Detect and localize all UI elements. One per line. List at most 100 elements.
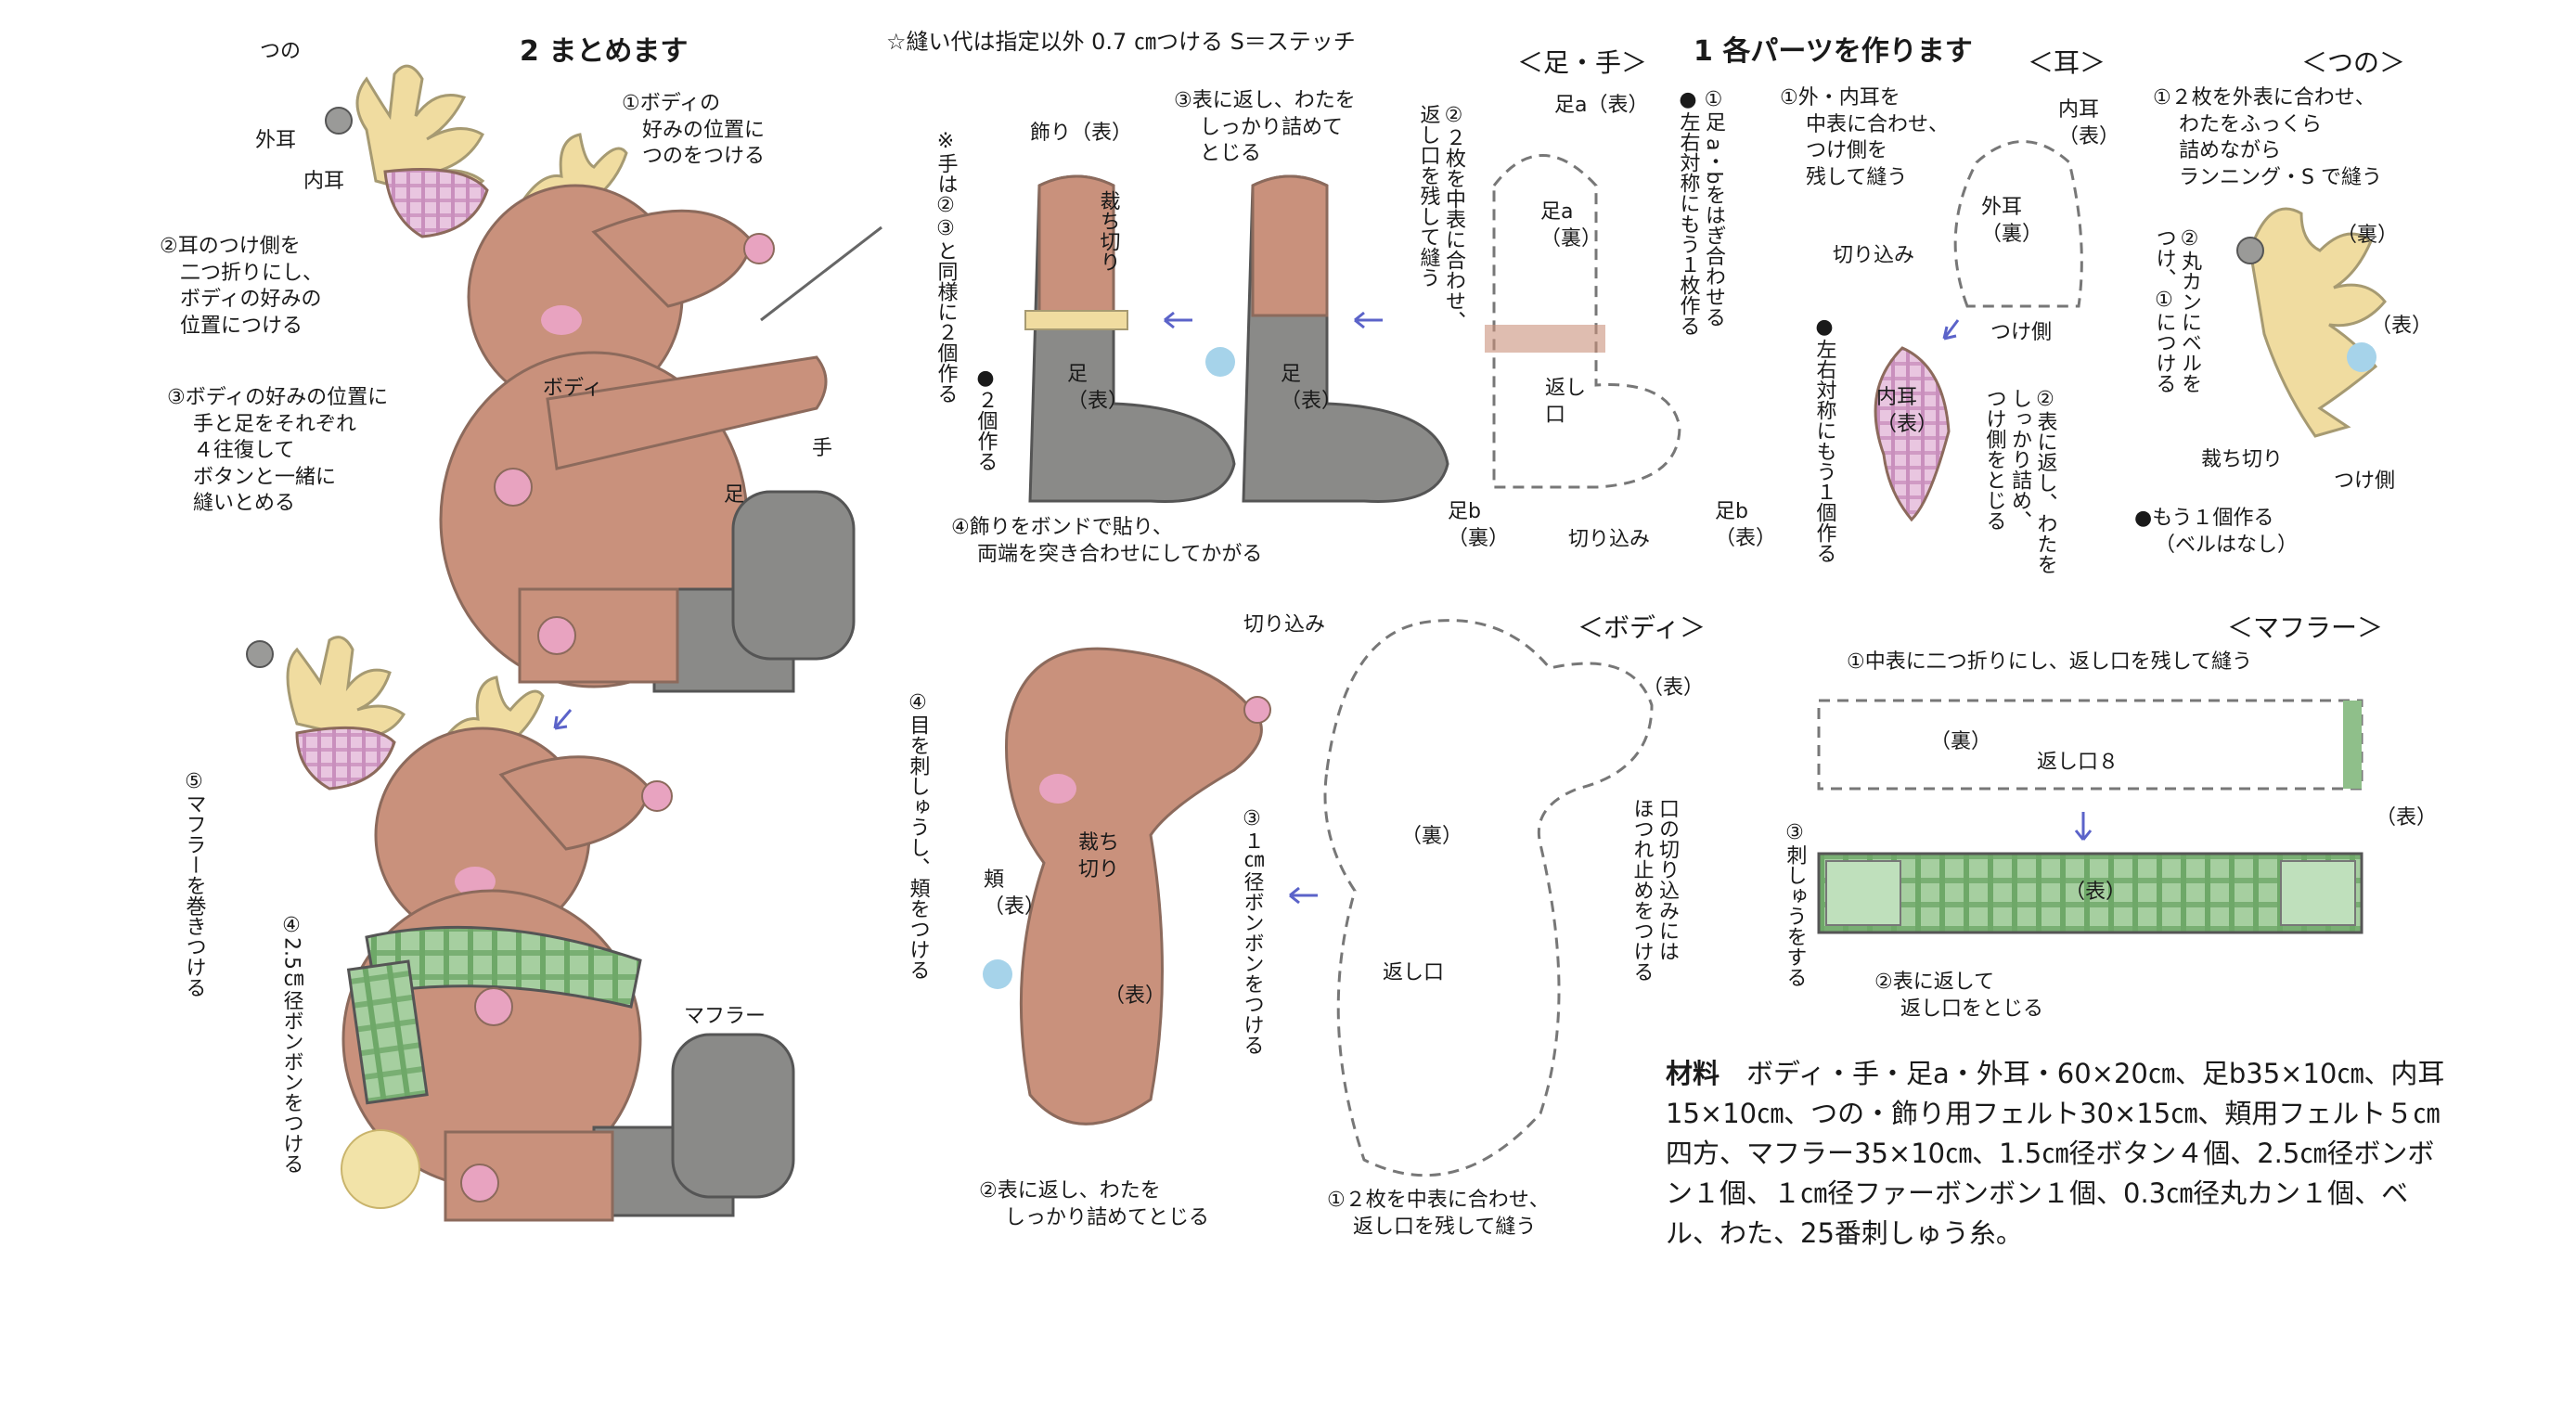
- body-step1: ①２枚を中表に合わせ、返し口を残して縫う: [1327, 1188, 1550, 1241]
- cheek-2: [455, 867, 496, 896]
- cheek-1: [541, 305, 582, 335]
- section-ear: ＜耳＞: [2028, 47, 2106, 78]
- body-mouth-note: 口の切り込みにはほつれ止めをつける: [1629, 798, 1680, 982]
- muffler-step3: ③刺しゅうをする: [1783, 821, 1807, 987]
- label-deco: 飾り（表）: [1030, 122, 1133, 145]
- label-foot-opening-1: 返し: [1545, 377, 1587, 400]
- hand-1: [546, 355, 828, 470]
- label-cut-foot: 裁ち切り: [1096, 190, 1120, 272]
- label-foot-front-1b: （表）: [1067, 389, 1129, 413]
- ear-step2-line1: ②表に返し、わたを: [2033, 388, 2057, 574]
- foothand-step3-line1: ③表に返し、わたを: [1174, 89, 1356, 112]
- label-body-cut: 裁ち切り: [1078, 830, 1119, 883]
- label-cheek-1: 頬: [984, 868, 1005, 892]
- foothand-step1-line1: ①足 a・bをはぎ合わせる: [1702, 88, 1725, 328]
- inner-ear-1: [383, 168, 489, 238]
- assemble-title: 2 まとめます: [520, 35, 689, 68]
- assemble-step1-line1: ①ボディの: [622, 92, 721, 115]
- body-pattern: [1323, 619, 1654, 1177]
- section-body: ＜ボディ＞: [1578, 612, 1707, 643]
- label-foot-a-front: 足a（表）: [1554, 94, 1649, 117]
- foothand-hand-note: ※手は②③と同様に２個作る: [934, 130, 958, 404]
- assemble-step3: ③ボディの好みの位置に 手と足をそれぞれ ４往復して ボタンと一緒に 縫いとめる: [167, 385, 388, 518]
- antler-another: ●もう１個作る（ベルはなし）: [2134, 506, 2298, 559]
- foothand-step4-line1: ④飾りをボンドで貼り、: [951, 516, 1173, 539]
- label-inner-ear: 内耳: [303, 170, 345, 193]
- muffler-tail: [346, 959, 429, 1105]
- antler-bell: [2236, 237, 2264, 264]
- label-muffler-front-2: （表）: [2065, 881, 2127, 904]
- foothand-two: ●２個作る: [973, 367, 998, 471]
- label-foot-b-front-1: 足b: [1715, 500, 1748, 523]
- label-foot-b-back-1: 足b: [1448, 500, 1481, 523]
- label-antler-cut: 裁ち切り: [2201, 448, 2284, 471]
- button-1b: [537, 616, 576, 655]
- label-foot-a-back-1: 足a: [1540, 200, 1574, 224]
- assemble-step4-text: 径ボンボンをつける: [279, 990, 303, 1174]
- foot-piece-2-top: [1251, 174, 1329, 317]
- assemble-step3-line4: ボタンと一緒に: [193, 465, 337, 489]
- label-foot-b-front-2: （表）: [1715, 526, 1777, 550]
- antler-another-line1: ●もう１個作る: [2134, 507, 2274, 530]
- boot-2b: [671, 1033, 795, 1199]
- section-foot-hand: ＜足・手＞: [1517, 47, 1648, 78]
- antler-piece: [2236, 207, 2387, 438]
- button-2b: [460, 1164, 499, 1203]
- ear-step2: ②表に返し、わたをしっかり詰め、つけ側をとじる: [1981, 388, 2058, 574]
- label-muffler-opening: 返し口８: [2037, 751, 2119, 774]
- cotton-1: [1205, 347, 1235, 377]
- body-step2-line2: しっかり詰めてとじる: [1005, 1205, 1210, 1229]
- assemble-step4: ④2.5㎝径ボンボンをつける: [278, 914, 304, 1174]
- label-inner-ear-front-1: 内耳: [2058, 98, 2100, 122]
- antler-step2-line2: つけ、①につける: [2152, 227, 2176, 393]
- foot-pieces: [1024, 154, 1681, 503]
- foot-pattern-band: [1485, 325, 1605, 353]
- nose-2: [641, 780, 673, 812]
- label-body-assemble: ボディ: [543, 377, 603, 400]
- assemble-step4-num: ④: [279, 914, 303, 937]
- assembled-reindeer-2: [246, 636, 795, 1222]
- antler-step1: ①２枚を外表に合わせ、 わたをふっくら 詰めながら ランニング・S で縫う: [2153, 85, 2382, 191]
- muffler-step1: ①中表に二つ折りにし、返し口を残して縫う: [1847, 650, 2253, 674]
- muffler-step2: ②表に返して返し口をとじる: [1874, 970, 2043, 1023]
- assemble-step1: ①ボディの 好みの位置に つのをつける: [622, 91, 765, 171]
- assemble-step3-line5: 縫いとめる: [193, 492, 296, 516]
- needle-1: [760, 225, 882, 322]
- label-antler-back: （裏）: [2337, 224, 2399, 247]
- label-cheek: 頬（表）: [984, 868, 1045, 920]
- assemble-step2: ②耳のつけ側を 二つ折りにし、 ボディの好みの 位置につける: [160, 234, 323, 340]
- foot-pattern: [1492, 154, 1681, 489]
- foothand-step3: ③表に返し、わたを しっかり詰めて とじる: [1174, 88, 1356, 168]
- label-body-front: （表）: [1642, 676, 1705, 700]
- label-body-front-2: （表）: [1104, 984, 1166, 1008]
- foothand-step2-line2: 返し口を残して縫う: [1416, 104, 1440, 288]
- section-antler: ＜つの＞: [2301, 47, 2406, 78]
- label-antler-attach: つけ側: [2334, 469, 2396, 493]
- label-foot-opening-2: 口: [1545, 403, 1566, 427]
- assemble-step2-line3: ボディの好みの: [180, 288, 322, 312]
- body-step4: ④目を刺しゅうし、頬をつける: [906, 691, 930, 980]
- label-outer-ear-back: 外耳（裏）: [1981, 195, 2042, 248]
- body-step2: ②表に返し、わたをしっかり詰めてとじる: [979, 1178, 1209, 1231]
- label-body-back: （裏）: [1401, 825, 1463, 848]
- label-body-opening: 返し口: [1383, 961, 1445, 984]
- label-foot-front-1: 足 （表）: [1067, 362, 1128, 415]
- arrow-down-1: [553, 709, 573, 730]
- muffler-end-l: [1825, 860, 1901, 926]
- assemble-step2-line1: ②耳のつけ側を: [160, 235, 301, 258]
- antler-1: [355, 64, 485, 198]
- foot-piece-1-top: [1037, 174, 1115, 317]
- boot-1b: [731, 490, 856, 661]
- body-nose: [1243, 696, 1271, 724]
- muffler-pieces: [1817, 699, 2363, 934]
- label-foot-front-1a: 足: [1067, 363, 1088, 386]
- inner-ear-2: [295, 726, 396, 791]
- pompom-tail: [341, 1129, 420, 1209]
- label-foot: 足: [724, 483, 745, 507]
- label-muffler-back: （裏）: [1930, 730, 1992, 753]
- label-foot-opening: 返し口: [1545, 376, 1586, 429]
- assemble-step3-line2: 手と足をそれぞれ: [193, 412, 357, 436]
- assemble-step2-line2: 二つ折りにし、: [180, 261, 324, 285]
- inner-ear-turned: [1874, 346, 1951, 522]
